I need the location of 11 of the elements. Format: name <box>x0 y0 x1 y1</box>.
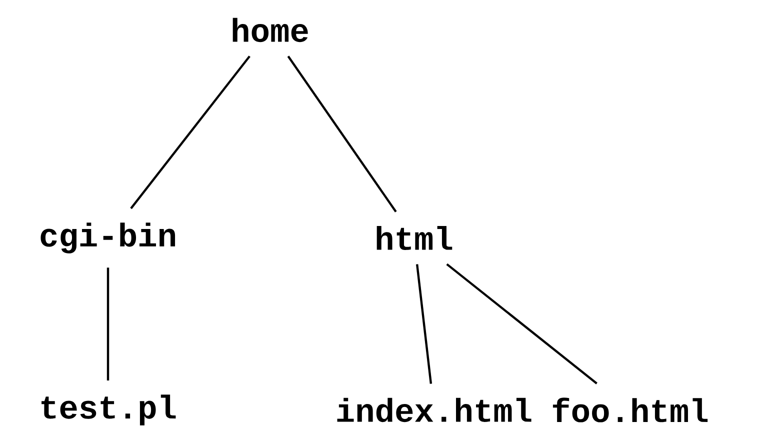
tree-label: cgi-bin <box>40 222 176 254</box>
tree-label: index.html <box>337 398 532 422</box>
tree-line <box>287 56 397 212</box>
tree-label: foo.html <box>552 398 708 422</box>
tree-label: test.pl <box>42 394 176 426</box>
tree-label: html <box>376 226 452 250</box>
tree-line <box>446 263 598 384</box>
tree-line <box>106 268 110 380</box>
tree-line <box>130 56 250 210</box>
tree-line <box>416 264 432 384</box>
tree-label: home <box>232 18 308 42</box>
